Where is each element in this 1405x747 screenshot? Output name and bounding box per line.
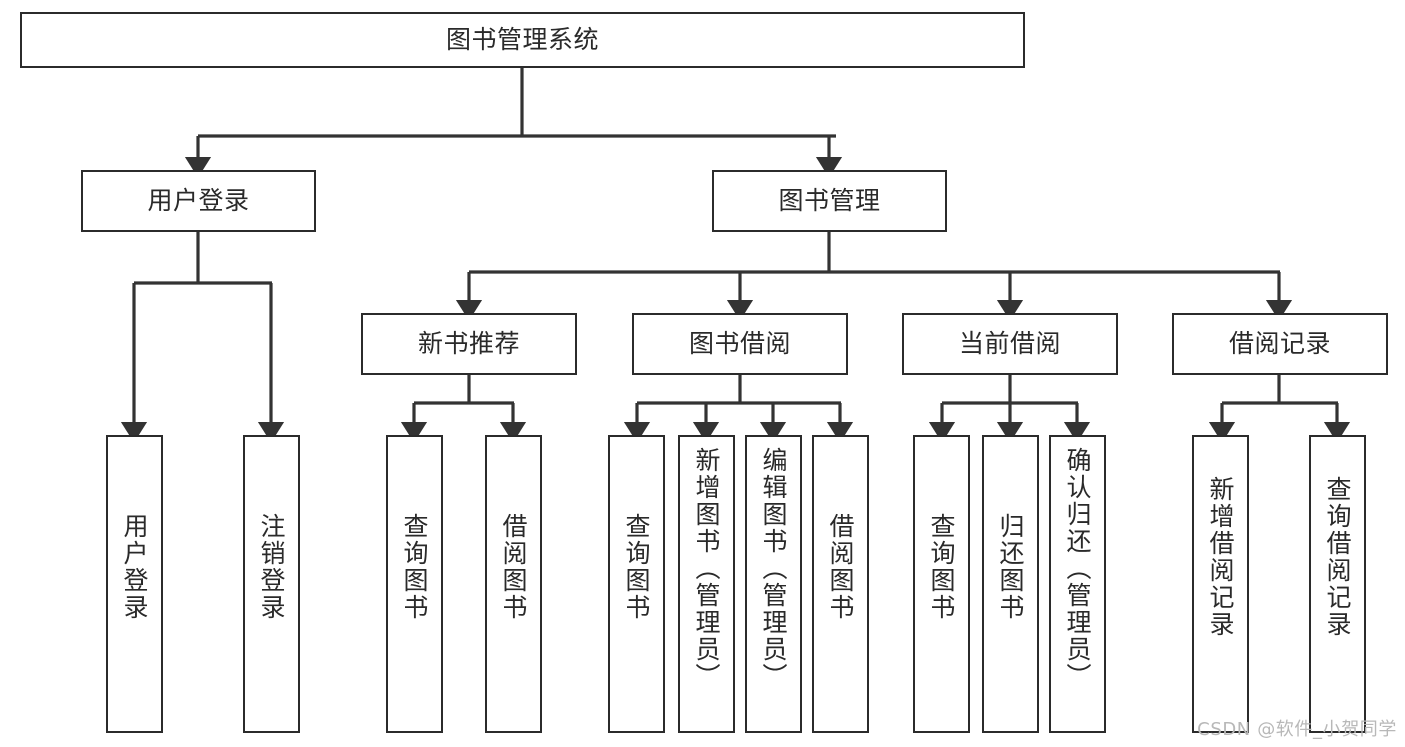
leaf-current-return-books[interactable]: 归还图书 — [982, 435, 1039, 733]
node-label: 新增借阅记录 — [1206, 476, 1235, 638]
node-user-login[interactable]: 用户登录 — [81, 170, 316, 232]
watermark-text: CSDN @软件_小贺同学 — [1197, 719, 1397, 740]
leaf-newbook-query-books[interactable]: 查询图书 — [386, 435, 443, 733]
node-label: 新书推荐 — [417, 329, 520, 358]
leaf-user-login[interactable]: 用户登录 — [106, 435, 163, 733]
node-book-management[interactable]: 图书管理 — [712, 170, 947, 232]
node-label: 查询图书 — [400, 513, 429, 621]
node-label: 图书管理 — [778, 186, 881, 215]
leaf-logout[interactable]: 注销登录 — [243, 435, 300, 733]
node-label: 注销登录 — [257, 513, 286, 621]
leaf-newbook-borrow-books[interactable]: 借阅图书 — [485, 435, 542, 733]
node-label: 图书管理系统 — [445, 25, 599, 54]
node-borrowing-records[interactable]: 借阅记录 — [1172, 313, 1388, 375]
leaf-current-confirm-return-admin[interactable]: 确认归还（管理员） — [1049, 435, 1106, 733]
node-label: 当前借阅 — [958, 329, 1061, 358]
node-label: 用户登录 — [120, 513, 149, 621]
leaf-record-add-borrow-record[interactable]: 新增借阅记录 — [1192, 435, 1249, 733]
node-label: 用户登录 — [147, 186, 250, 215]
node-label: 确认归还（管理员） — [1063, 447, 1092, 690]
node-current-borrowing[interactable]: 当前借阅 — [902, 313, 1118, 375]
leaf-borrow-edit-book-admin[interactable]: 编辑图书（管理员） — [745, 435, 802, 733]
node-label: 编辑图书（管理员） — [759, 447, 788, 690]
leaf-current-query-books[interactable]: 查询图书 — [913, 435, 970, 733]
node-label: 归还图书 — [996, 513, 1025, 621]
leaf-borrow-borrow-books[interactable]: 借阅图书 — [812, 435, 869, 733]
node-root-book-management-system[interactable]: 图书管理系统 — [20, 12, 1025, 68]
node-label: 借阅图书 — [499, 513, 528, 621]
node-label: 新增图书（管理员） — [692, 447, 721, 690]
node-label: 图书借阅 — [688, 329, 791, 358]
leaf-record-query-borrow-record[interactable]: 查询借阅记录 — [1309, 435, 1366, 733]
node-label: 查询图书 — [927, 513, 956, 621]
node-new-book-recommendation[interactable]: 新书推荐 — [361, 313, 577, 375]
node-label: 查询借阅记录 — [1323, 476, 1352, 638]
node-label: 查询图书 — [622, 513, 651, 621]
node-label: 借阅图书 — [826, 513, 855, 621]
node-book-borrowing[interactable]: 图书借阅 — [632, 313, 848, 375]
leaf-borrow-add-book-admin[interactable]: 新增图书（管理员） — [678, 435, 735, 733]
leaf-borrow-query-books[interactable]: 查询图书 — [608, 435, 665, 733]
node-label: 借阅记录 — [1228, 329, 1331, 358]
